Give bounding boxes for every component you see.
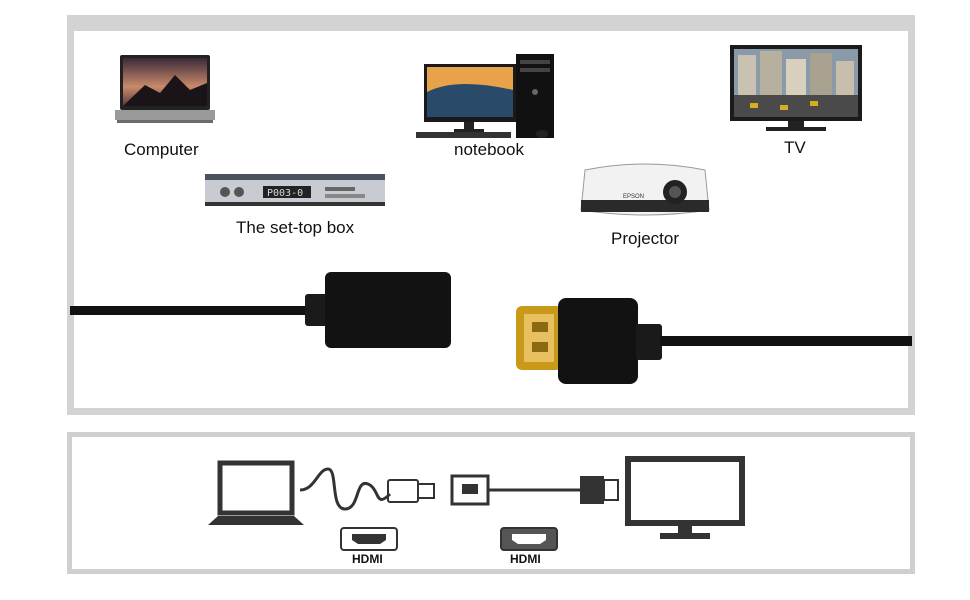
hdmi-extension-cable-image [70,272,912,384]
monitor-outline-icon [625,456,745,539]
hdmi-label-left: HDMI [352,552,383,566]
hdmi-label-right: HDMI [510,552,541,566]
laptop-image [115,55,215,123]
computer-label: Computer [124,140,199,159]
desktop-image [416,54,554,138]
projector-image: EPSON [580,163,710,216]
tv-label: TV [784,138,806,157]
svg-text:EPSON: EPSON [623,194,644,200]
connection-diagram-panel [67,432,915,574]
laptop-outline-icon [208,460,304,525]
settop-box-image: P003-0 [205,174,385,206]
projector-label: Projector [611,229,680,248]
hdmi-port-icon-dark [500,527,558,551]
svg-text:P003-0: P003-0 [267,188,303,199]
notebook-label: notebook [454,140,524,159]
hdmi-port-icon [340,527,398,551]
hdmi-extension-cable-icon [450,474,619,506]
tv-image [730,45,862,131]
coiled-hdmi-cable-icon [300,467,435,511]
settop-label: The set-top box [236,218,355,237]
